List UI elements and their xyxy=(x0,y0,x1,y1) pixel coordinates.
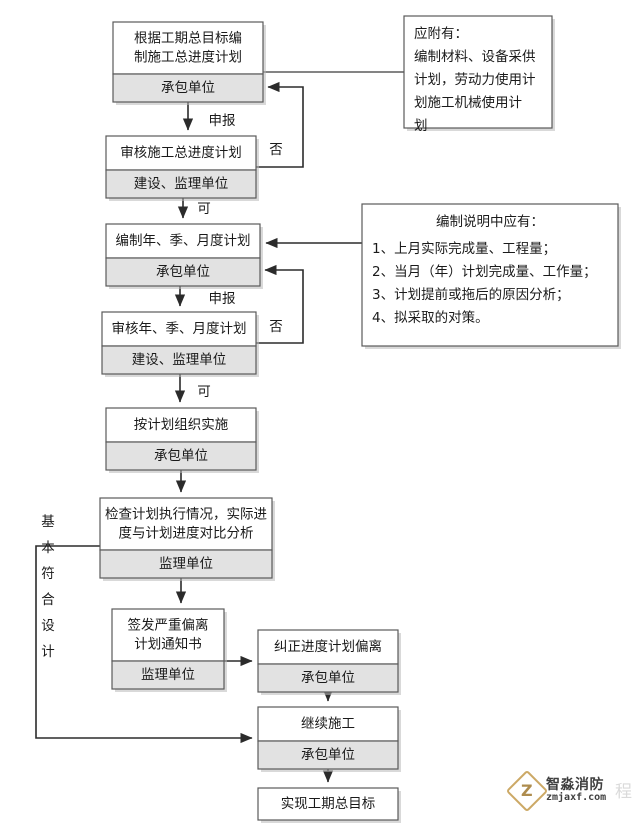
node-role-text: 承包单位 xyxy=(156,264,210,280)
node-title-area xyxy=(112,21,264,75)
edge-label-char: 计 xyxy=(41,644,55,660)
edge-label: 否 xyxy=(269,319,283,335)
annotation-note-line: 4、拟采取的对策。 xyxy=(372,309,489,326)
node-title-text: 审核年、季、月度计划 xyxy=(112,321,247,337)
node-role-text: 承包单位 xyxy=(301,747,355,763)
node-title-area xyxy=(257,787,399,821)
node-title-text: 制施工总进度计划 xyxy=(134,50,242,66)
edge-label: 否 xyxy=(269,142,283,158)
node-title-area xyxy=(99,497,273,551)
node-role-text: 承包单位 xyxy=(301,670,355,686)
node-role-text: 监理单位 xyxy=(159,556,213,572)
connector-n2-reject-to-n1 xyxy=(256,81,304,168)
node-role-area xyxy=(101,345,257,375)
node-title-text: 编制年、季、月度计划 xyxy=(116,233,251,249)
annotation-note-line: 编制材料、设备采供 xyxy=(414,48,536,65)
annotation-note-line: 计划，劳动力使用计 xyxy=(414,71,536,88)
annotation-note-line: 划施工机械使用计 xyxy=(414,94,522,111)
annotation-note-box xyxy=(403,15,553,129)
node-title-text: 纠正进度计划偏离 xyxy=(274,638,382,655)
node-role-text: 承包单位 xyxy=(154,448,208,464)
node-title-text: 实现工期总目标 xyxy=(281,796,376,812)
node-role-area xyxy=(112,73,264,103)
node-role-area xyxy=(257,740,399,770)
edge-label: 可 xyxy=(197,201,211,217)
connector-layer xyxy=(35,71,404,783)
node-title-area xyxy=(105,135,257,171)
node-role-area xyxy=(257,663,399,693)
node-role-text: 建设、监理单位 xyxy=(132,352,227,368)
flow-node: 实现工期总目标 xyxy=(257,787,401,823)
annotation-note-line: 划 xyxy=(414,118,428,134)
node-role-text: 监理单位 xyxy=(141,667,195,683)
node-title-text: 检查计划执行情况，实际进 xyxy=(105,507,267,523)
edge-label-char: 符 xyxy=(41,566,55,582)
node-role-area xyxy=(105,169,257,199)
edge-label-char: 设 xyxy=(41,618,55,634)
connector-n4-reject-to-n3 xyxy=(256,264,304,344)
node-role-text: 建设、监理单位 xyxy=(134,176,229,192)
edge-label-char: 合 xyxy=(41,592,55,608)
node-layer: 根据工期总目标编制施工总进度计划承包单位审核施工总进度计划建设、监理单位编制年、… xyxy=(99,21,401,823)
node-role-area xyxy=(111,660,225,690)
node-title-text: 根据工期总目标编 xyxy=(134,31,242,47)
edge-label: 可 xyxy=(197,384,211,400)
node-role-area xyxy=(105,441,257,471)
edge-label: 申报 xyxy=(209,113,236,129)
node-title-area xyxy=(105,407,257,443)
node-title-text: 计划通知书 xyxy=(134,636,202,653)
node-role-text: 承包单位 xyxy=(161,80,215,96)
node-title-text: 签发严重偏离 xyxy=(128,617,209,634)
edge-label: 申报 xyxy=(209,291,236,307)
node-title-text: 按计划组织实施 xyxy=(134,417,229,433)
edge-label-char: 本 xyxy=(41,540,55,556)
annotation-note-line: 1、上月实际完成量、工程量； xyxy=(372,241,556,257)
annotation-note: 编制说明中应有： 1、上月实际完成量、工程量； 2、当月（年）计划完成量、工作量； 3… xyxy=(361,203,621,349)
node-title-text: 继续施工 xyxy=(301,716,355,732)
node-role-area xyxy=(105,257,261,287)
edge-label-char: 基 xyxy=(41,513,55,530)
connector-n6-conform-to-n9 xyxy=(35,545,253,744)
annotation-note-line: 2、当月（年）计划完成量、工作量； xyxy=(372,264,597,280)
annotation-note-box xyxy=(361,203,619,347)
node-title-area xyxy=(257,706,399,742)
annotation-note-line: 应附有： xyxy=(414,25,468,42)
node-title-area xyxy=(111,608,225,662)
annotation-note-title: 编制说明中应有： xyxy=(436,213,544,230)
annotation-note-line: 3、计划提前或拖后的原因分析； xyxy=(372,286,570,303)
node-title-text: 度与计划进度对比分析 xyxy=(119,526,254,542)
node-role-area xyxy=(99,549,273,579)
node-title-text: 审核施工总进度计划 xyxy=(120,145,242,161)
